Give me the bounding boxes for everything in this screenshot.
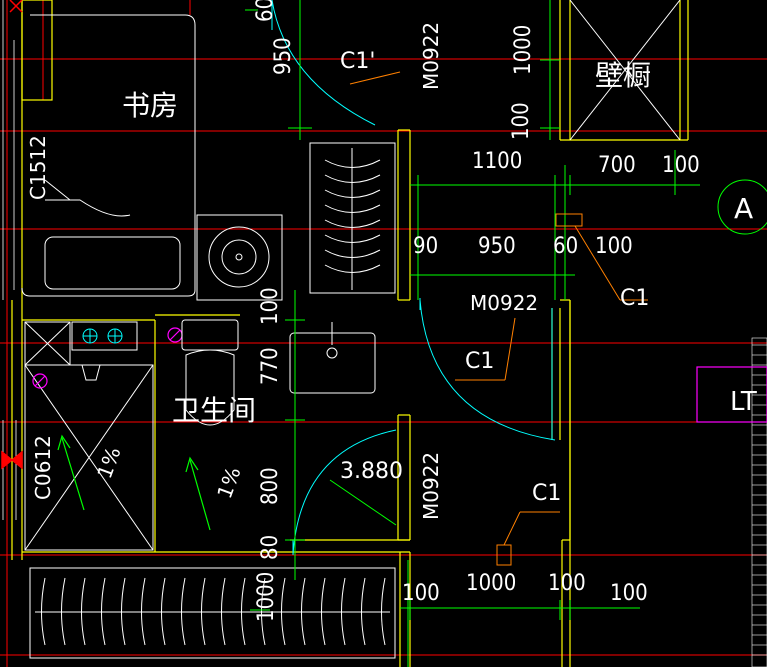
window-tag-c1-prime: C1' [340, 49, 375, 74]
dim-800: 800 [258, 467, 283, 505]
window-label-c1512: C1512 [26, 135, 50, 200]
closet-top [309, 142, 396, 294]
dim-1100: 1100 [472, 149, 522, 174]
window-tags [349, 71, 648, 566]
axis-label-a: A [734, 192, 753, 225]
dim-770: 770 [258, 347, 283, 385]
dim-60-mid: 60 [553, 234, 578, 259]
dim-100-right: 100 [662, 153, 700, 178]
shower-head [81, 364, 101, 381]
toilet [181, 319, 239, 426]
dim-100-bottom-3: 100 [610, 581, 648, 606]
door-label-m0922-mid: M0922 [470, 291, 538, 315]
wardrobe-box [569, 0, 681, 141]
red-markers [1, 0, 23, 470]
drain-icons [32, 327, 183, 389]
dim-1000-bottom: 1000 [466, 571, 516, 596]
slope-arrows [57, 434, 211, 531]
lt-label: LT [730, 387, 757, 417]
room-label-bathroom: 卫生间 [172, 394, 256, 427]
shower-area [24, 321, 154, 551]
window-label-c0612: C0612 [31, 435, 55, 500]
left-window-marks [2, 0, 17, 520]
dim-80: 80 [258, 535, 283, 560]
slope-label-b: 1% [212, 464, 245, 502]
dim-100-bottom-1: 100 [402, 581, 440, 606]
dim-100-mid: 100 [595, 234, 633, 259]
dim-100-top: 100 [509, 102, 534, 140]
room-label-wardrobe: 壁橱 [595, 59, 651, 92]
washbasin [289, 322, 376, 394]
dim-950-top: 950 [271, 37, 296, 75]
door-swings [271, 0, 556, 556]
dim-100-vertical: 100 [258, 287, 283, 325]
dim-60-top: 60 [253, 0, 278, 22]
window-tag-c1-c: C1 [532, 481, 561, 506]
dimension-lines [245, 0, 700, 667]
window-tag-c1-a: C1 [620, 286, 649, 311]
dim-950-mid: 950 [478, 234, 516, 259]
door-label-m0922-bottom: M0922 [419, 452, 443, 520]
window-tag-c1-b: C1 [465, 349, 494, 374]
right-hatch-wall [751, 337, 767, 667]
axis-bubble-icon [717, 179, 767, 235]
dim-90: 90 [413, 234, 438, 259]
washing-machine [196, 214, 283, 301]
slope-label-a: 1% [92, 444, 125, 482]
lt-box [696, 366, 767, 423]
bed [21, 14, 196, 297]
faucet-icons [82, 328, 123, 344]
door-label-m0922-top: M0922 [419, 22, 443, 90]
closet-bottom [29, 567, 396, 659]
dim-1000-vertical: 1000 [254, 572, 279, 622]
dim-700: 700 [598, 153, 636, 178]
room-label-study: 书房 [122, 89, 178, 122]
elevation-mark: 3.880 [340, 459, 403, 484]
dim-100-bottom-2: 100 [548, 571, 586, 596]
dim-1000-top: 1000 [511, 25, 536, 75]
